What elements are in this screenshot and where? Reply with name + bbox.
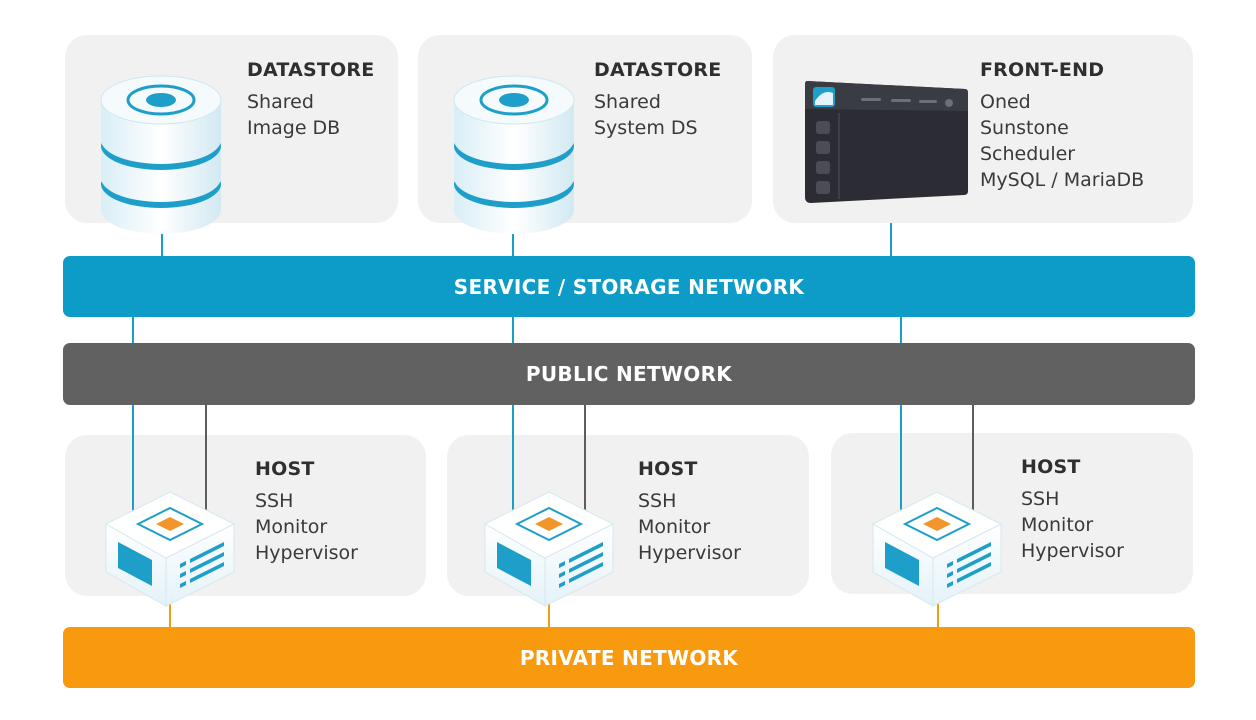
wire-host3-public <box>972 404 974 512</box>
card-line: SSH <box>638 490 677 512</box>
service-storage-network-label: SERVICE / STORAGE NETWORK <box>453 274 805 299</box>
private-network-label: PRIVATE NETWORK <box>519 645 739 670</box>
card-title: HOST <box>638 458 698 480</box>
public-network-bar: PUBLIC NETWORK <box>63 343 1195 405</box>
card-line: Shared <box>247 91 314 113</box>
card-line: Hypervisor <box>255 542 358 564</box>
card-line: Monitor <box>1021 514 1094 536</box>
card-line: Hypervisor <box>638 542 741 564</box>
private-network-bar: PRIVATE NETWORK <box>63 627 1195 688</box>
wire-host1-public <box>205 404 207 512</box>
wire-frontend-service <box>890 200 892 257</box>
service-storage-network-bar: SERVICE / STORAGE NETWORK <box>63 256 1195 317</box>
public-network-label: PUBLIC NETWORK <box>525 362 733 386</box>
card-title: DATASTORE <box>247 59 375 81</box>
wire-datastore-image-service <box>161 225 163 257</box>
server-icon <box>871 491 1003 607</box>
card-title: DATASTORE <box>594 59 722 81</box>
card-line: System DS <box>594 117 698 139</box>
card-line: Oned <box>980 91 1031 113</box>
wire-host3-private <box>937 600 939 628</box>
wire-host2-service <box>512 316 514 516</box>
card-line: Scheduler <box>980 143 1076 165</box>
wire-host3-service <box>900 316 902 516</box>
wire-host2-private <box>548 600 550 628</box>
card-line: Sunstone <box>980 117 1069 139</box>
card-line: Monitor <box>255 516 328 538</box>
card-line: Monitor <box>638 516 711 538</box>
card-title: HOST <box>1021 456 1081 478</box>
card-line: MySQL / MariaDB <box>980 169 1145 191</box>
card-line: Image DB <box>247 117 341 139</box>
wire-datastore-system-service <box>512 225 514 257</box>
wire-host1-private <box>169 600 171 628</box>
server-icon <box>104 491 236 607</box>
card-line: Hypervisor <box>1021 540 1124 562</box>
card-line: Shared <box>594 91 661 113</box>
database-icon <box>100 75 222 234</box>
server-icon <box>483 491 615 607</box>
card-line: SSH <box>255 490 294 512</box>
card-line: SSH <box>1021 488 1060 510</box>
wire-host1-service <box>132 316 134 516</box>
database-icon <box>453 75 575 234</box>
wire-host2-public <box>584 404 586 512</box>
card-title: HOST <box>255 458 315 480</box>
card-title: FRONT-END <box>980 59 1105 81</box>
sunstone-window-icon <box>805 81 968 203</box>
